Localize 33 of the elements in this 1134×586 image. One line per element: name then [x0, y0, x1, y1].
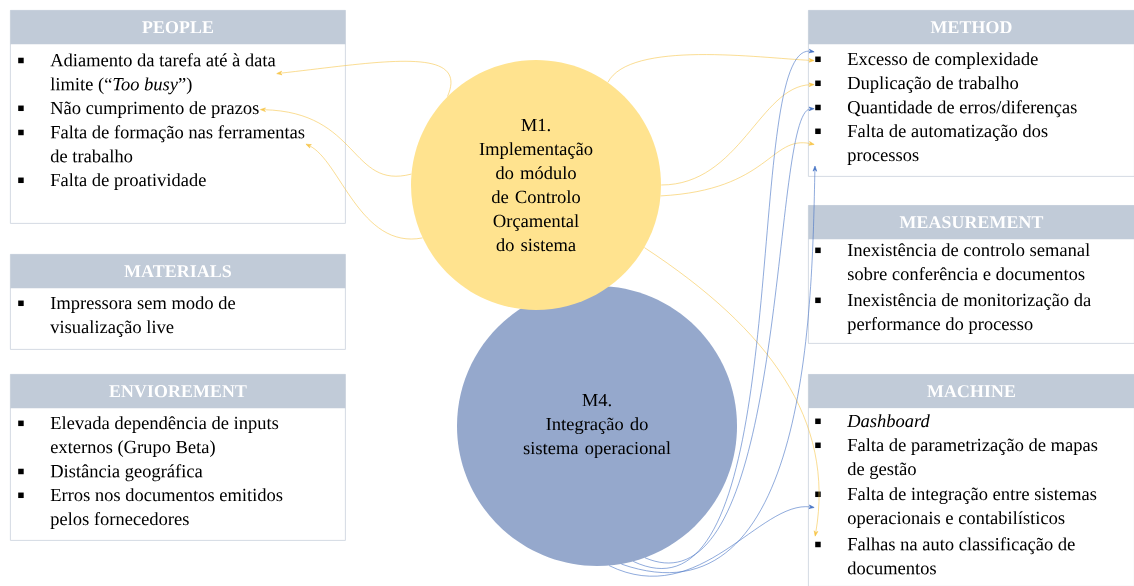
bullet-item: Erros nos documentos emitidos pelos fornecedores: [18, 488, 283, 529]
bullet-item: Elevada dependência de inputs externos (Grupo Beta): [18, 416, 279, 457]
arrow: [644, 247, 820, 537]
arrow: [276, 61, 452, 97]
arrow: [260, 107, 412, 177]
bullet-item: Inexistência de monitorização da performance do processo: [815, 293, 1091, 334]
bullet-item: Duplicação de trabalho: [815, 76, 1019, 93]
bullet-item: Falta de integração entre sistemas operacionais e contabilísticos: [815, 487, 1097, 528]
bullet-item: Dashboard: [815, 414, 930, 428]
bullet-item: Quantidade de erros/diferenças: [815, 100, 1077, 118]
arrow: [660, 82, 815, 186]
node-label: Distância geográfica: [50, 464, 203, 482]
arrow: [305, 143, 423, 240]
arrow: [660, 141, 815, 197]
bullet-item: Falta de formação nas ferramentas de trabalho: [18, 125, 305, 163]
arrow: [644, 106, 815, 563]
arrow: [607, 54, 815, 83]
bullet-item: Não cumprimento de prazos: [18, 101, 259, 118]
arrow: [608, 504, 815, 577]
node-label: Duplicação de trabalho: [847, 76, 1019, 93]
arrow: [633, 48, 815, 568]
bullet-item: Excesso de complexidade: [815, 52, 1038, 69]
arrow: [621, 165, 817, 573]
bullet-item: Falta de automatização dos processos: [815, 124, 1048, 165]
bullet-item: Inexistência de controlo semanal sobre conferência e documentos: [815, 243, 1090, 281]
bullet-item: Falta de parametrização de mapas de gestão: [815, 438, 1098, 480]
bullet-item: Distância geográfica: [18, 464, 203, 482]
bullet-item: Falta de proatividade: [18, 173, 206, 190]
node-label: Dashboard: [847, 414, 930, 428]
bullet-item: Impressora sem modo de visualização live: [18, 296, 236, 337]
bullet-item: Adiamento da tarefa até à data limite (“Too busy”): [18, 53, 276, 95]
node-label: Falta de proatividade: [50, 173, 206, 190]
bullet-item: Falhas na auto classificação de documentos: [815, 537, 1075, 575]
